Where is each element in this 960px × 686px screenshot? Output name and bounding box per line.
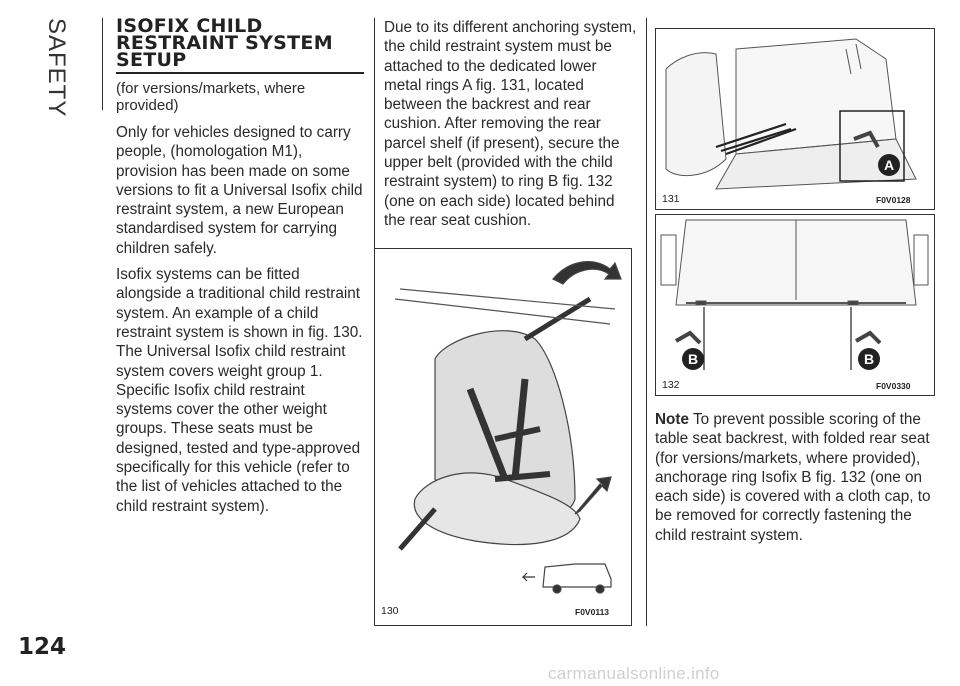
figure-130-code: F0V0113: [575, 607, 610, 617]
ring-b-left-label: B: [682, 348, 704, 370]
paragraph-isofix-systems: Isofix systems can be fitted alongside a…: [116, 266, 363, 515]
note-label: Note: [655, 411, 689, 428]
column-divider-left: [102, 18, 103, 110]
heading-rule: [116, 72, 364, 74]
ring-b-right-label: B: [858, 348, 880, 370]
page-number: 124: [18, 634, 67, 660]
figure-131-number: 131: [662, 193, 680, 205]
figure-130: 130 F0V0113: [374, 248, 632, 626]
figure-130-number: 130: [381, 605, 399, 617]
section-heading: ISOFIX CHILD RESTRAINT SYSTEM SETUP: [116, 15, 333, 71]
column-1: ISOFIX CHILD RESTRAINT SYSTEM SETUP (for…: [116, 15, 364, 523]
figure-132-number: 132: [662, 379, 680, 391]
figure-131-code: F0V0128: [876, 195, 911, 205]
section-label-text: SAFETY: [43, 18, 70, 118]
paragraph-anchoring: Due to its different anchoring system, t…: [384, 19, 637, 229]
figure-132: B B 132 F0V0330: [655, 214, 935, 396]
figure-131: A 131 F0V0128: [655, 28, 935, 210]
paragraph-m1: Only for vehicles designed to carry peop…: [116, 124, 363, 257]
ring-a-label: A: [878, 154, 900, 176]
column-divider-right: [646, 18, 647, 626]
watermark: carmanualsonline.info: [548, 664, 720, 683]
child-seat-illustration: [394, 261, 622, 594]
column-2: Due to its different anchoring system, t…: [384, 18, 638, 237]
section-side-label: SAFETY: [40, 18, 70, 158]
note-text: To prevent possible scoring of the table…: [655, 411, 931, 544]
figure-132-code: F0V0330: [876, 381, 911, 391]
lower-rings-illustration: [665, 38, 917, 190]
upper-rings-illustration: [660, 219, 929, 370]
availability-note: (for versions/markets, where provided): [116, 80, 306, 114]
